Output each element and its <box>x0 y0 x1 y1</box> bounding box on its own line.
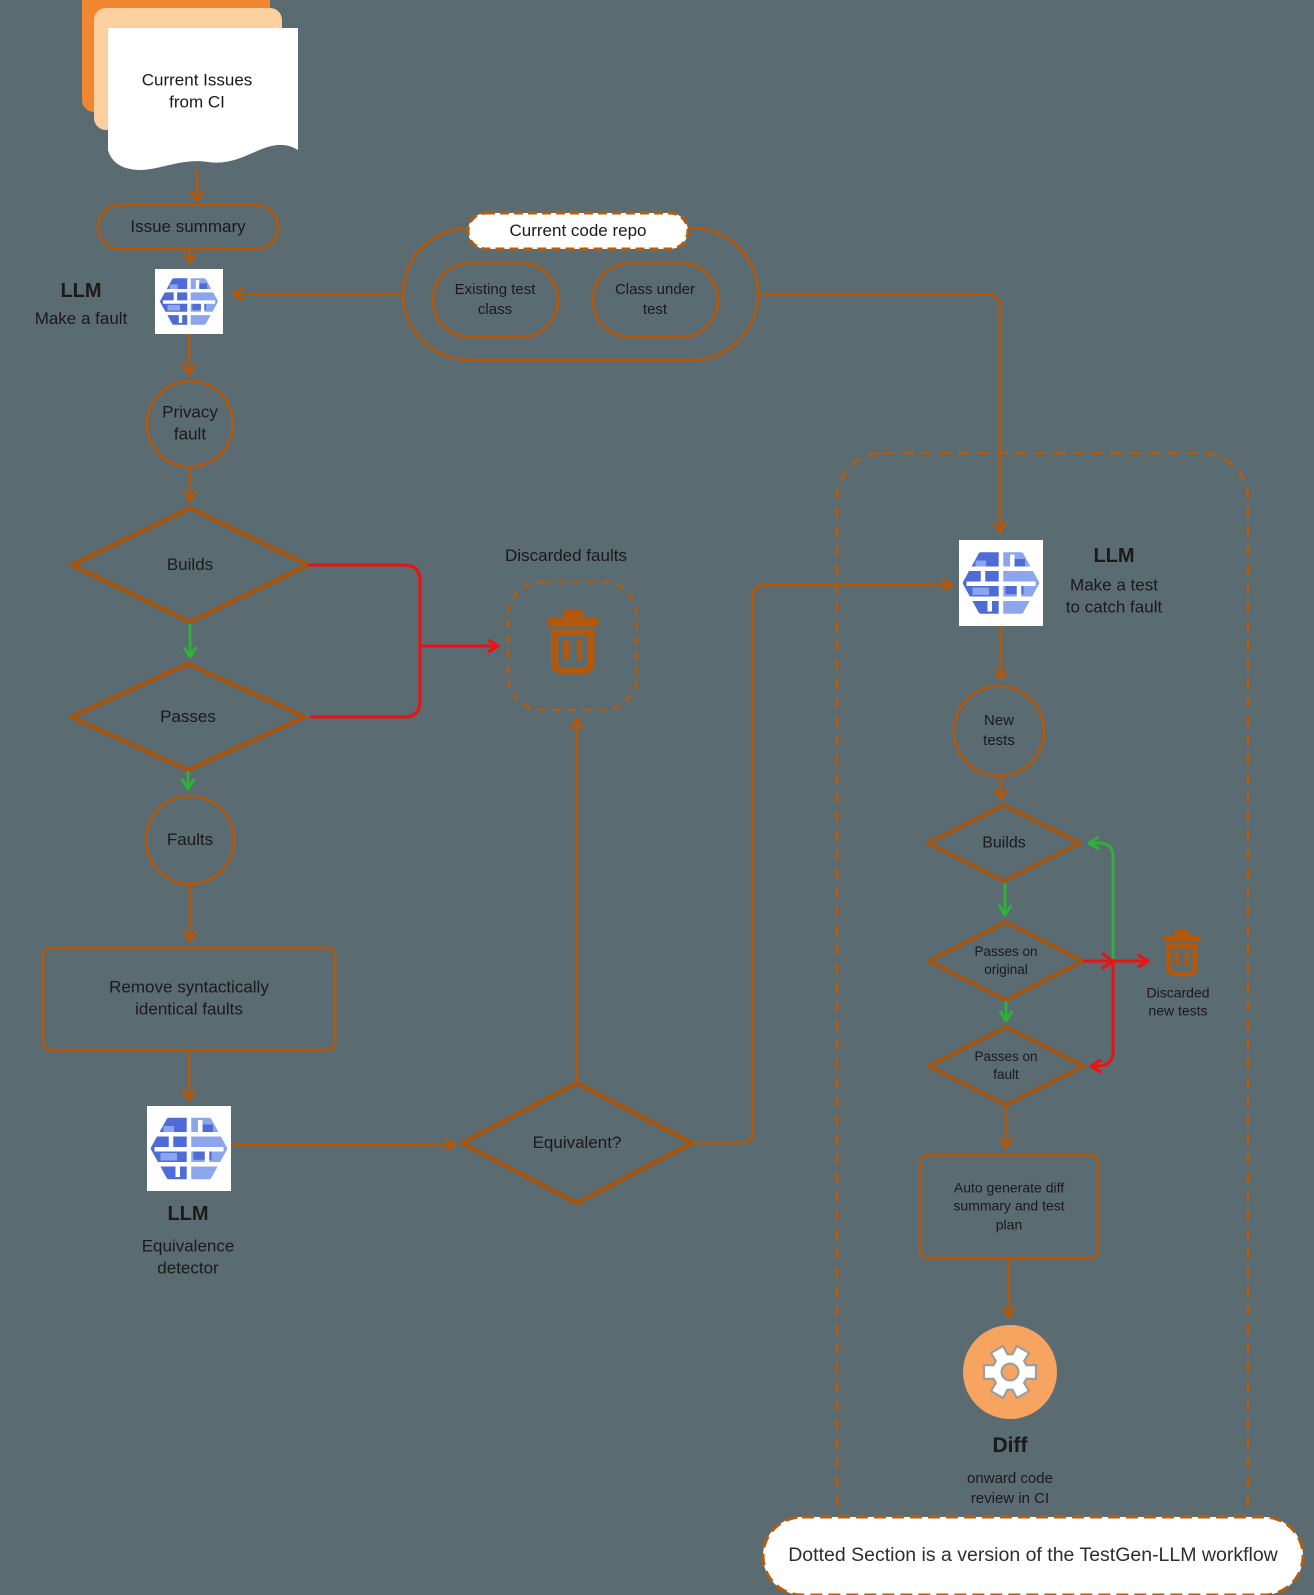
class-under-test-label: Class under test <box>614 281 696 318</box>
document-stack-icon <box>82 0 298 170</box>
trash-icon-small <box>1164 930 1201 974</box>
auto-generate-box <box>918 1153 1100 1260</box>
diff-gear-icon <box>963 1325 1057 1419</box>
builds-left-label: Builds <box>166 554 214 574</box>
existing-test-class-pill <box>431 261 560 339</box>
equivalent-diamond <box>459 1080 695 1206</box>
current-issues-label: Current Issues from CI <box>141 70 253 112</box>
code-repo-label-pill <box>466 211 690 251</box>
llm-make-fault-icon <box>155 269 223 334</box>
class-under-test-pill <box>591 261 720 339</box>
code-repo-container <box>401 211 760 362</box>
issue-summary-pill <box>96 203 280 251</box>
builds-left-diamond <box>69 505 311 625</box>
flow-connectors-orange <box>182 170 1016 1319</box>
note-pill <box>761 1515 1305 1595</box>
auto-generate-label: Auto generate diff summary and test plan <box>953 1179 1065 1233</box>
new-tests-label: New tests <box>983 712 1015 749</box>
passes-on-original-label: Passes on original <box>974 944 1038 977</box>
diff-subtitle: onward code review in CI <box>967 1470 1053 1507</box>
privacy-fault-label: Privacy fault <box>162 402 218 444</box>
flow-connectors-red <box>308 563 1150 1074</box>
discarded-faults-box <box>506 580 639 712</box>
passes-on-original-diamond <box>927 920 1085 1002</box>
passes-on-fault-label: Passes on fault <box>974 1049 1038 1082</box>
code-repo-label: Current code repo <box>509 220 647 240</box>
flow-connectors-green <box>181 624 1115 1023</box>
builds-right-diamond <box>926 803 1082 883</box>
llm-equivalence-title: LLM <box>167 1202 209 1225</box>
builds-right-label: Builds <box>982 834 1026 852</box>
llm-make-test-icon <box>959 540 1043 626</box>
discarded-new-tests-label: Discarded new tests <box>1146 984 1210 1019</box>
faults-label: Faults <box>166 829 214 849</box>
diff-title: Diff <box>992 1434 1028 1458</box>
passes-left-diamond <box>68 661 308 773</box>
llm-make-fault-title: LLM <box>60 279 102 302</box>
equivalent-label: Equivalent? <box>532 1132 622 1152</box>
llm-equivalence-subtitle: Equivalence detector <box>141 1236 235 1278</box>
llm-equivalence-icon <box>147 1106 231 1191</box>
existing-test-class-label: Existing test class <box>454 281 536 318</box>
remove-identical-label: Remove syntactically identical faults <box>109 977 269 1019</box>
dotted-section-note: Dotted Section is a version of the TestG… <box>788 1544 1278 1567</box>
llm-make-test-title: LLM <box>1093 544 1135 567</box>
passes-left-label: Passes <box>160 706 216 726</box>
new-tests-circle <box>952 684 1046 778</box>
trash-icon <box>547 610 598 671</box>
llm-make-fault-subtitle: Make a fault <box>34 308 128 328</box>
issue-summary-label: Issue summary <box>130 216 246 236</box>
passes-on-fault-diamond <box>927 1025 1086 1107</box>
discarded-faults-label: Discarded faults <box>505 545 627 565</box>
llm-make-test-subtitle: Make a test to catch fault <box>1065 575 1163 617</box>
